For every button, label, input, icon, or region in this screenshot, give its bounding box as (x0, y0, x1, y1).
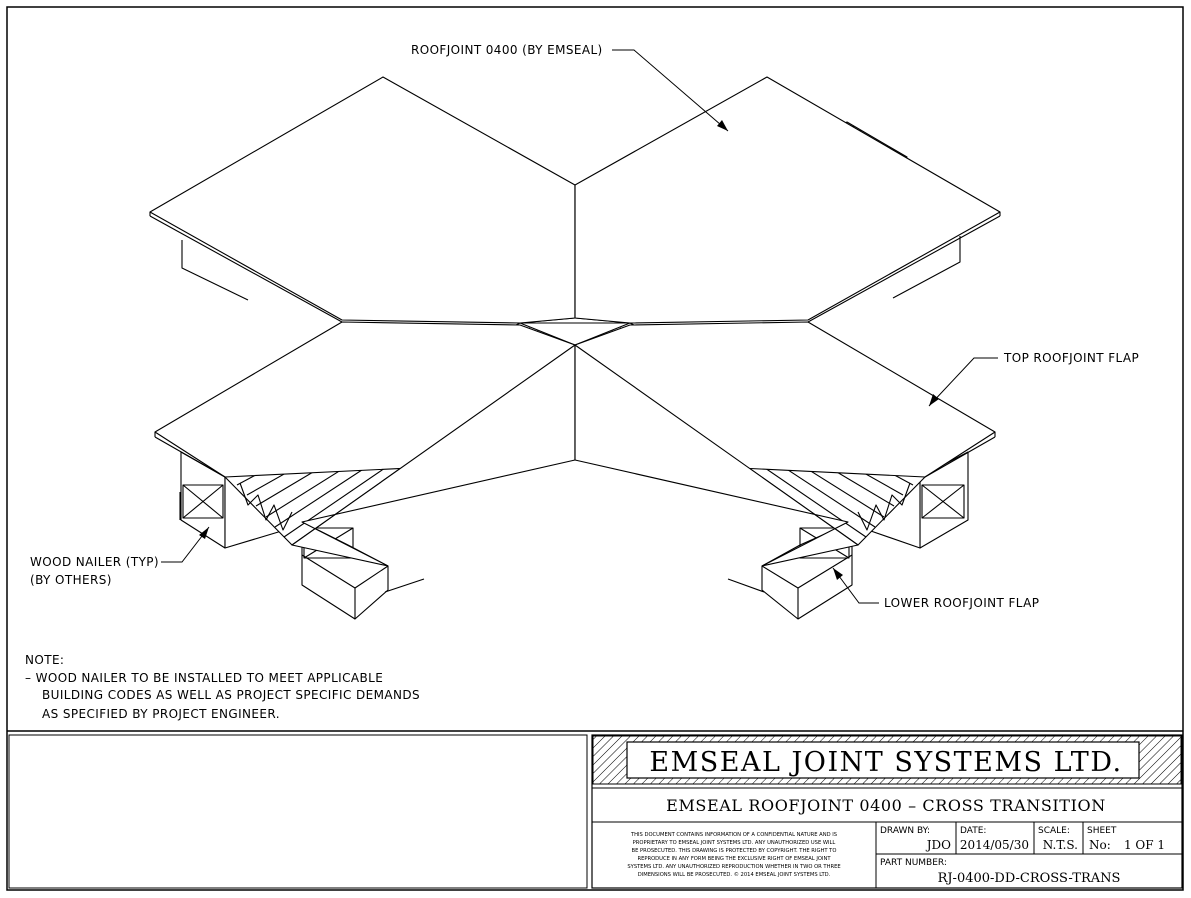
title-block: EMSEAL JOINT SYSTEMS LTD. EMSEAL ROOFJOI… (591, 734, 1183, 889)
note-line-2: BUILDING CODES AS WELL AS PROJECT SPECIF… (42, 688, 420, 702)
sheet-label: SHEET (1087, 826, 1117, 836)
flap-top-right (574, 76, 1001, 324)
legal-line-5: SYSTEMS LTD. ANY UNAUTHORIZED REPRODUCTI… (627, 864, 840, 870)
scale-value: N.T.S. (1043, 838, 1078, 852)
legal-line-1: THIS DOCUMENT CONTAINS INFORMATION OF A … (630, 832, 837, 838)
drawing-title: EMSEAL ROOFJOINT 0400 – CROSS TRANSITION (666, 796, 1106, 815)
legal-line-6: DIMENSIONS WILL BE PROSECUTED. © 2014 EM… (638, 871, 831, 878)
callout-wood-nailer: WOOD NAILER (TYP) (BY OTHERS) (30, 526, 210, 587)
legal-line-3: BE PROSECUTED. THIS DRAWING IS PROTECTED… (632, 848, 837, 854)
callout-roofjoint: ROOFJOINT 0400 (BY EMSEAL) (411, 43, 729, 132)
date-value: 2014/05/30 (960, 838, 1029, 852)
flap-top-left (149, 76, 576, 324)
lower-flap-left (291, 344, 576, 567)
company-box (626, 741, 1140, 779)
note-heading: NOTE: (25, 653, 64, 667)
blank-panel (8, 734, 588, 889)
legal-notice: THIS DOCUMENT CONTAINS INFORMATION OF A … (627, 832, 840, 878)
callout-wood-nailer-text-1: WOOD NAILER (TYP) (30, 555, 159, 569)
callout-roofjoint-text: ROOFJOINT 0400 (BY EMSEAL) (411, 43, 603, 57)
note-line-3: AS SPECIFIED BY PROJECT ENGINEER. (42, 707, 280, 721)
company-name: EMSEAL JOINT SYSTEMS LTD. (649, 747, 1122, 778)
date-label: DATE: (960, 826, 986, 836)
drawn-by-value: JDO (925, 838, 951, 852)
callout-wood-nailer-text-2: (BY OTHERS) (30, 573, 112, 587)
cross-transition-drawing (149, 76, 1001, 620)
callout-lower-flap-text: LOWER ROOFJOINT FLAP (884, 596, 1039, 610)
part-number-value: RJ-0400-DD-CROSS-TRANS (938, 871, 1121, 886)
drawn-by-label: DRAWN BY: (880, 826, 930, 836)
note-line-1: – WOOD NAILER TO BE INSTALLED TO MEET AP… (25, 671, 383, 685)
substrate-lines (179, 236, 961, 593)
legal-line-4: REPRODUCE IN ANY FORM BEING THE EXCLUSIV… (637, 856, 831, 862)
legal-line-2: PROPRIETARY TO EMSEAL JOINT SYSTEMS LTD.… (633, 840, 836, 846)
note: NOTE: – WOOD NAILER TO BE INSTALLED TO M… (25, 653, 420, 721)
callout-top-flap-text: TOP ROOFJOINT FLAP (1003, 351, 1139, 365)
scale-label: SCALE: (1038, 826, 1070, 836)
sheet-border (6, 6, 1184, 891)
sheet-no-label: No: (1089, 838, 1111, 852)
callout-top-flap: TOP ROOFJOINT FLAP (928, 351, 1139, 407)
lower-flap-right (574, 344, 859, 567)
sheet-no-value: 1 OF 1 (1124, 838, 1165, 852)
callout-lower-flap: LOWER ROOFJOINT FLAP (832, 567, 1039, 610)
part-number-label: PART NUMBER: (880, 858, 947, 868)
